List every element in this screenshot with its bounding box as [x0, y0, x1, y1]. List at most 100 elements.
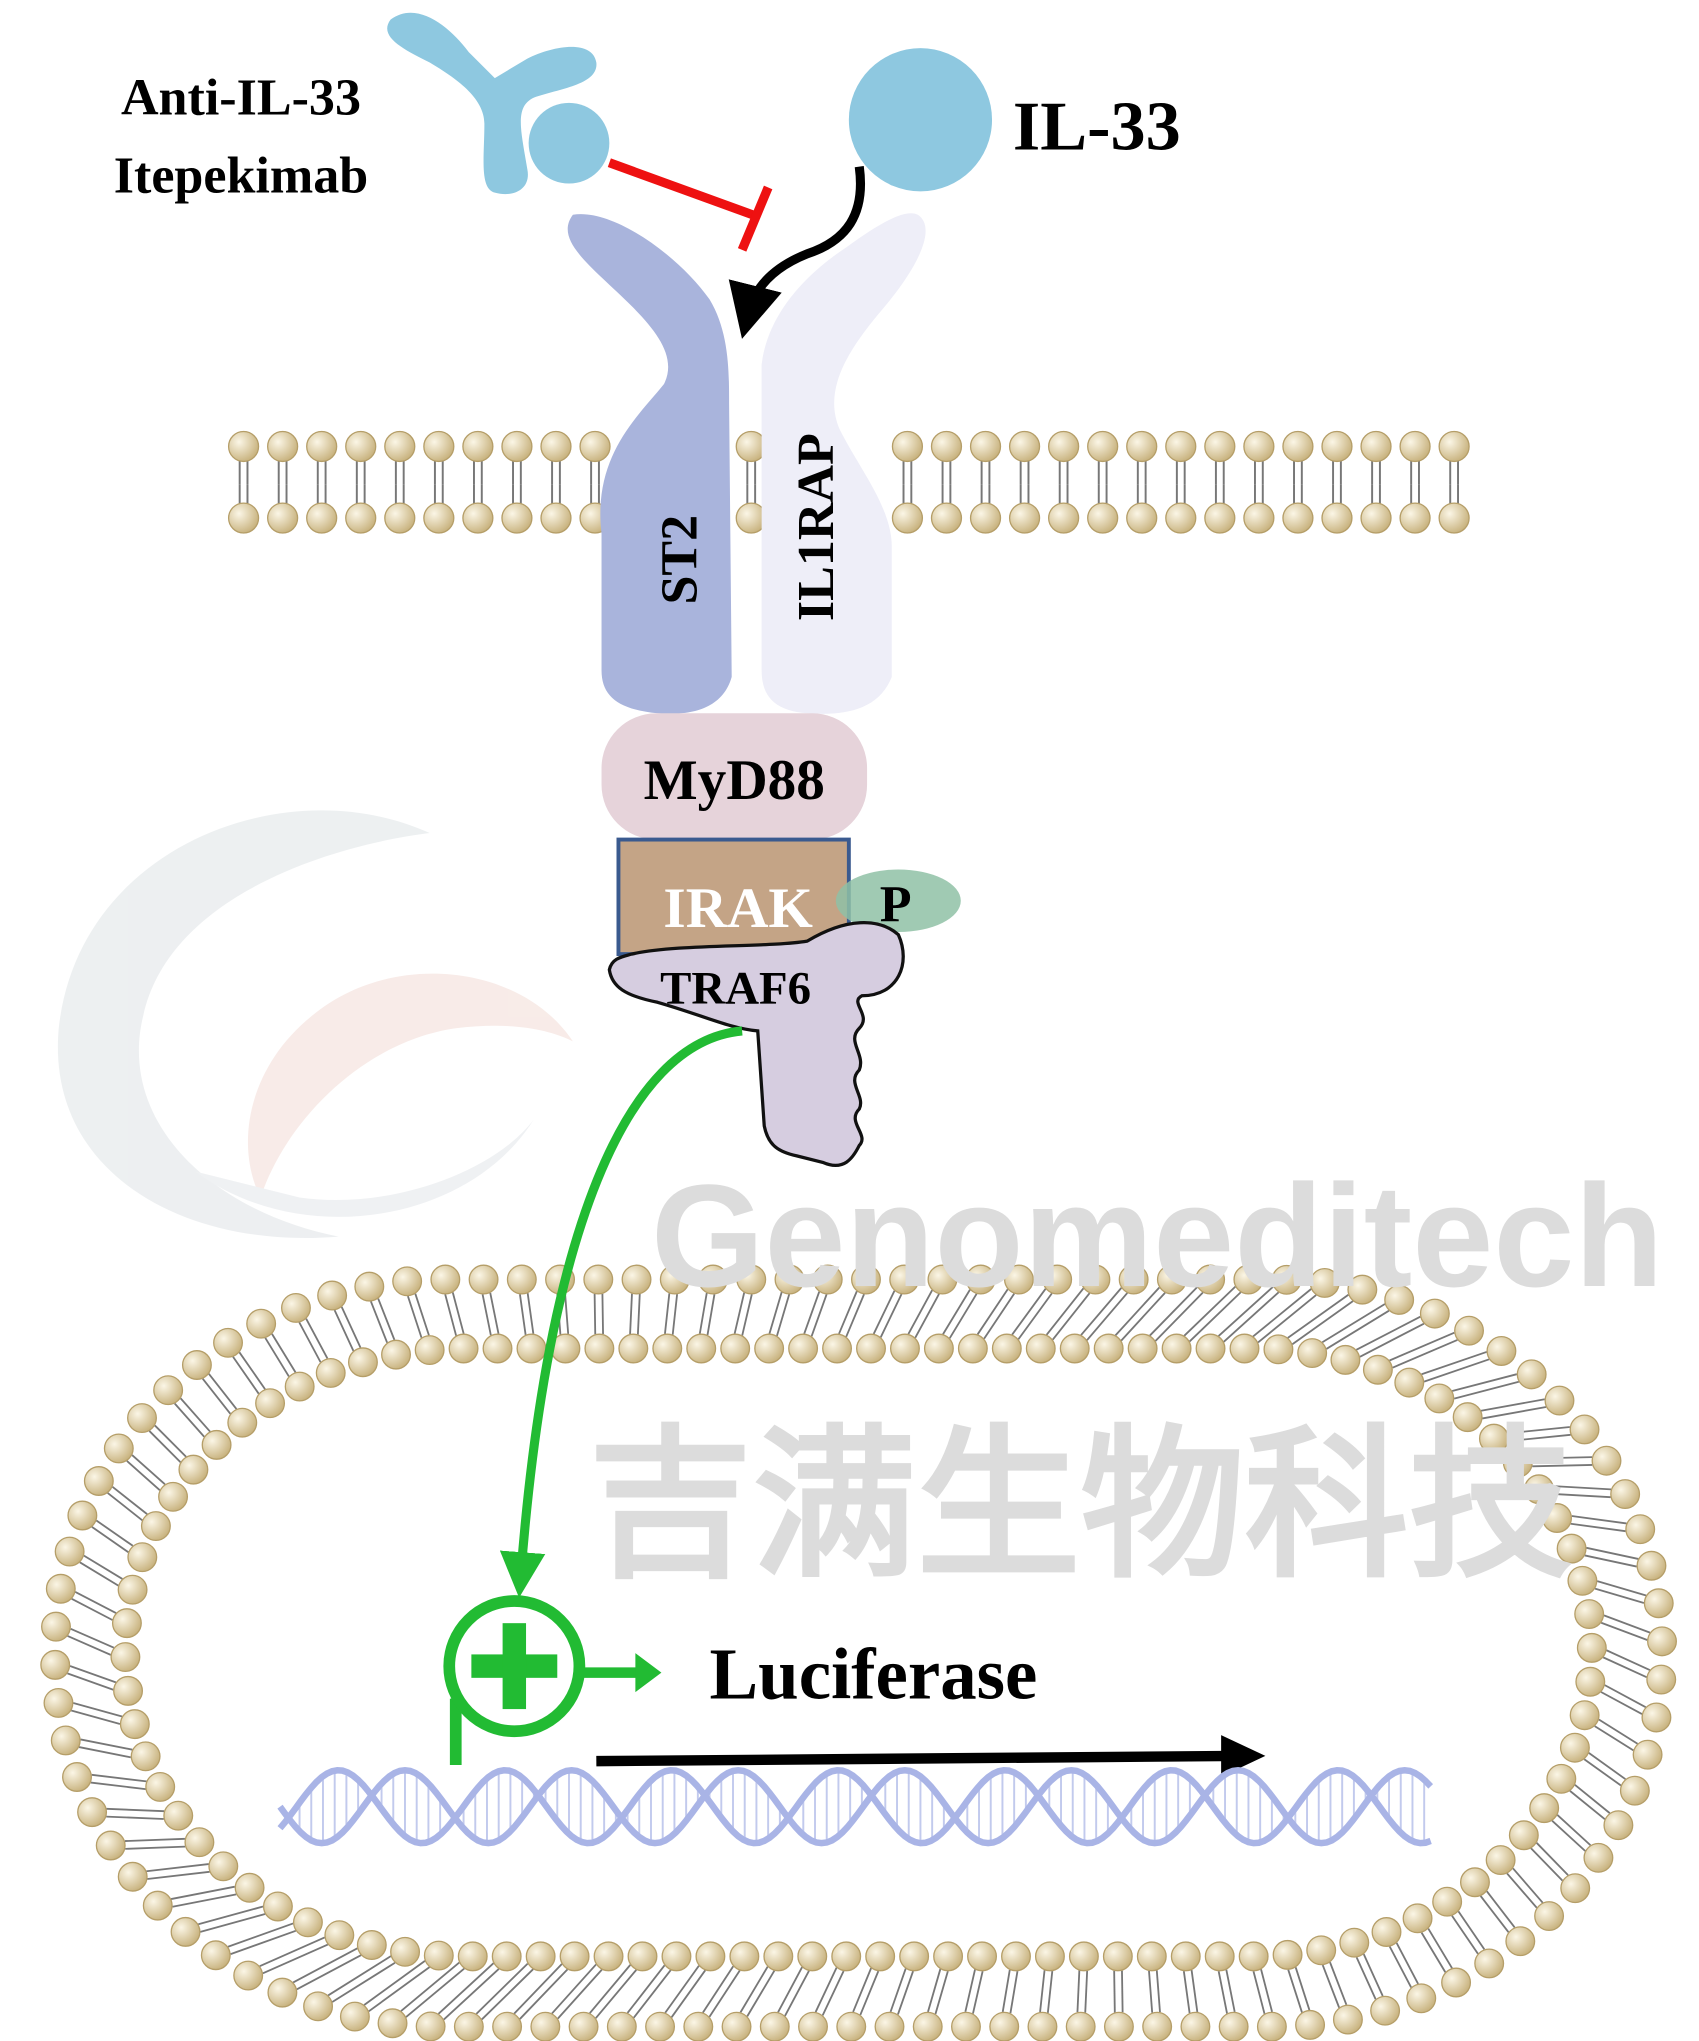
- traf6-label: TRAF6: [660, 963, 811, 1015]
- lipid-head: [113, 1675, 144, 1706]
- lipid-head: [721, 2011, 752, 2041]
- lipid-head: [1567, 1565, 1598, 1596]
- lipid-head: [453, 2011, 484, 2041]
- promoter-activation: [443, 1595, 662, 1766]
- lipid-head: [1474, 1948, 1505, 1979]
- lipid-head: [1459, 1867, 1490, 1898]
- activation-arrow: [499, 1026, 743, 1598]
- lipid-head: [213, 1327, 244, 1358]
- lipid-head: [1576, 1632, 1607, 1663]
- lipid-head: [83, 1466, 114, 1496]
- lipid-head: [111, 1608, 142, 1639]
- lipid-head: [491, 1941, 522, 1972]
- lipid-head: [1432, 1886, 1463, 1917]
- lipid-head: [356, 1930, 387, 1960]
- lipid-head: [354, 1271, 385, 1302]
- lipid-head: [1233, 1264, 1264, 1295]
- lipid-head: [200, 1940, 231, 1971]
- lipid-head: [1218, 2011, 1249, 2041]
- lipid-head: [1583, 1842, 1614, 1873]
- lipid-head: [345, 502, 377, 534]
- lipid-head: [1438, 502, 1470, 534]
- lipid-head: [1080, 1264, 1111, 1295]
- lipid-head: [1559, 1732, 1590, 1763]
- lipid-head: [1087, 430, 1119, 463]
- lipid-head: [865, 1941, 896, 1972]
- inhibition-arrow: [607, 158, 773, 252]
- lipid-head: [255, 1388, 286, 1419]
- lipid-head: [720, 1333, 751, 1364]
- transcription-arrowhead: [1221, 1735, 1266, 1777]
- lipid-head: [1399, 430, 1431, 463]
- lipid-head: [347, 1347, 378, 1378]
- lipid-head: [1441, 1967, 1472, 1998]
- lipid-head: [923, 1333, 954, 1364]
- lipid-head: [788, 1333, 819, 1364]
- lipid-head: [933, 1941, 964, 1972]
- lipid-head: [695, 1941, 726, 1972]
- lipid-head: [246, 1308, 277, 1339]
- dna-helix: [277, 1766, 1434, 1847]
- lipid-head: [43, 1687, 74, 1718]
- lipid-head: [899, 1941, 930, 1972]
- lipid-head: [1027, 2011, 1058, 2041]
- lipid-head: [889, 1264, 920, 1295]
- lipid-head: [67, 1500, 98, 1531]
- lipid-head: [1003, 1264, 1034, 1295]
- lipid-head: [181, 1350, 212, 1380]
- lipid-head: [501, 430, 533, 463]
- lipid-head: [1008, 430, 1041, 463]
- lipid-head: [423, 502, 455, 534]
- lipid-head: [127, 1403, 157, 1434]
- lipid-head: [856, 1333, 886, 1364]
- lipid-head: [1025, 1333, 1056, 1364]
- lipid-head: [1384, 1284, 1415, 1315]
- lipid-head: [1048, 502, 1080, 534]
- lipid-head: [951, 2011, 981, 2041]
- lipid-head: [1170, 1941, 1201, 1972]
- lipid-head: [1478, 1423, 1509, 1454]
- st2-receptor: [567, 214, 732, 714]
- plus-circle-icon: [443, 1595, 586, 1738]
- lipid-head: [1632, 1739, 1663, 1770]
- dna-strand: [277, 1766, 1432, 1847]
- lipid-head: [1636, 1550, 1667, 1581]
- lipid-head: [1321, 502, 1353, 534]
- lipid-head: [627, 1941, 658, 1972]
- lipid-head: [525, 1941, 556, 1972]
- lipid-head: [1034, 1941, 1065, 1972]
- lipid-head: [1505, 1926, 1536, 1957]
- lipid-head: [1339, 1927, 1370, 1958]
- lipid-head: [1641, 1702, 1672, 1733]
- lipid-head: [315, 1357, 346, 1388]
- lipid-head: [77, 1797, 108, 1828]
- lipid-head: [1330, 1344, 1361, 1375]
- lipid-head: [414, 1335, 445, 1366]
- lipid-head: [559, 1941, 590, 1972]
- lipid-head: [1370, 1995, 1401, 2026]
- lipid-head: [1001, 1941, 1031, 1972]
- lipid-head: [1485, 1845, 1516, 1876]
- phospho-group: [835, 869, 961, 932]
- phospho-label: P: [880, 877, 912, 934]
- lipid-head: [390, 1936, 421, 1967]
- lipid-head: [292, 1907, 323, 1938]
- lipid-head: [568, 2011, 599, 2041]
- lipid-head: [965, 1264, 996, 1295]
- myd88-label: MyD88: [644, 749, 825, 812]
- lipid-head: [1419, 1298, 1450, 1329]
- lipid-head: [345, 430, 377, 463]
- lipid-head: [1424, 1383, 1455, 1414]
- lipid-head: [1524, 1474, 1554, 1505]
- lipid-head: [530, 2011, 561, 2041]
- lipid-head: [1610, 1479, 1641, 1510]
- lipid-head: [158, 1481, 189, 1512]
- lipid-head: [759, 2011, 790, 2041]
- lipid-head: [1059, 1333, 1090, 1364]
- lipid-head: [1102, 1941, 1133, 1972]
- lipid-head: [208, 1851, 239, 1882]
- lipid-head: [50, 1725, 81, 1756]
- lipid-head: [1454, 1315, 1485, 1346]
- lipid-head: [381, 1339, 411, 1370]
